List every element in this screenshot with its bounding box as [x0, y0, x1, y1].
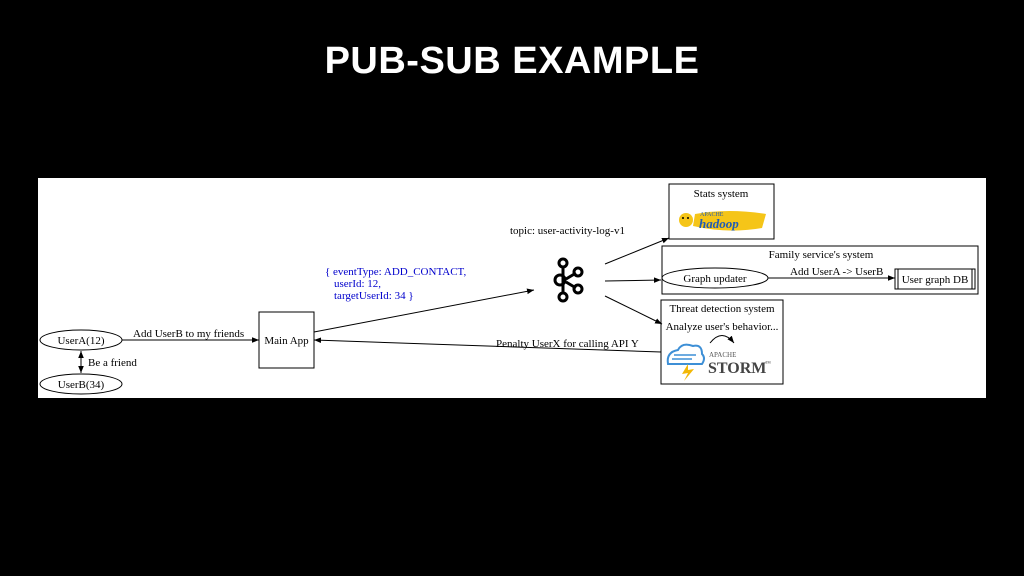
main-app-label: Main App [264, 335, 309, 347]
user-graph-db-node: User graph DB [894, 268, 976, 290]
event-payload: { eventType: ADD_CONTACT, userId: 12, ta… [325, 266, 466, 302]
threat-system-node: Threat detection system Analyze user's b… [660, 299, 784, 385]
user-a-node: UserA(12) [39, 329, 123, 351]
kafka-icon [553, 257, 584, 303]
slide-title: PUB-SUB EXAMPLE [324, 40, 700, 82]
diagram-panel: UserA(12) UserB(34) Be a friend Add User… [38, 178, 986, 398]
hadoop-small-text: APACHE [700, 212, 724, 218]
add-edge-label: Add UserA -> UserB [790, 266, 883, 278]
family-system-label: Family service's system [769, 249, 874, 261]
penalty-label: Penalty UserX for calling API Y [496, 338, 639, 350]
user-b-node: UserB(34) [39, 373, 123, 395]
add-friend-label: Add UserB to my friends [133, 328, 244, 340]
user-a-label: UserA(12) [57, 335, 104, 347]
storm-logo: APACHE STORM ™ [666, 343, 771, 381]
graph-edge [604, 277, 662, 283]
analyze-loop-edge [709, 335, 735, 344]
hadoop-text: hadoop [699, 216, 739, 231]
user-graph-db-label: User graph DB [902, 274, 969, 286]
event-line-1: { eventType: ADD_CONTACT, [325, 266, 466, 278]
storm-small-text: APACHE [709, 351, 736, 359]
stats-system-node: Stats system APACHE hadoop [668, 183, 775, 240]
event-line-2: userId: 12, [334, 278, 381, 290]
penalty-edge [313, 337, 662, 353]
graph-updater-label: Graph updater [683, 273, 747, 285]
publish-edge [313, 288, 535, 333]
stats-system-label: Stats system [694, 188, 749, 200]
pubsub-diagram: UserA(12) UserB(34) Be a friend Add User… [39, 183, 979, 395]
stats-edge [604, 237, 670, 265]
analyze-label: Analyze user's behavior... [666, 321, 779, 333]
storm-text: STORM [708, 360, 766, 377]
family-system-node: Family service's system Graph updater Ad… [661, 245, 979, 295]
user-b-label: UserB(34) [58, 379, 105, 391]
threat-system-label: Threat detection system [669, 303, 775, 315]
threat-edge [604, 295, 663, 325]
event-line-3: targetUserId: 34 } [334, 290, 414, 302]
hadoop-logo: APACHE hadoop [679, 211, 766, 231]
topic-label: topic: user-activity-log-v1 [510, 225, 625, 237]
main-app-node: Main App [258, 311, 315, 369]
storm-tm-text: ™ [765, 361, 771, 367]
be-friend-label: Be a friend [88, 357, 137, 369]
